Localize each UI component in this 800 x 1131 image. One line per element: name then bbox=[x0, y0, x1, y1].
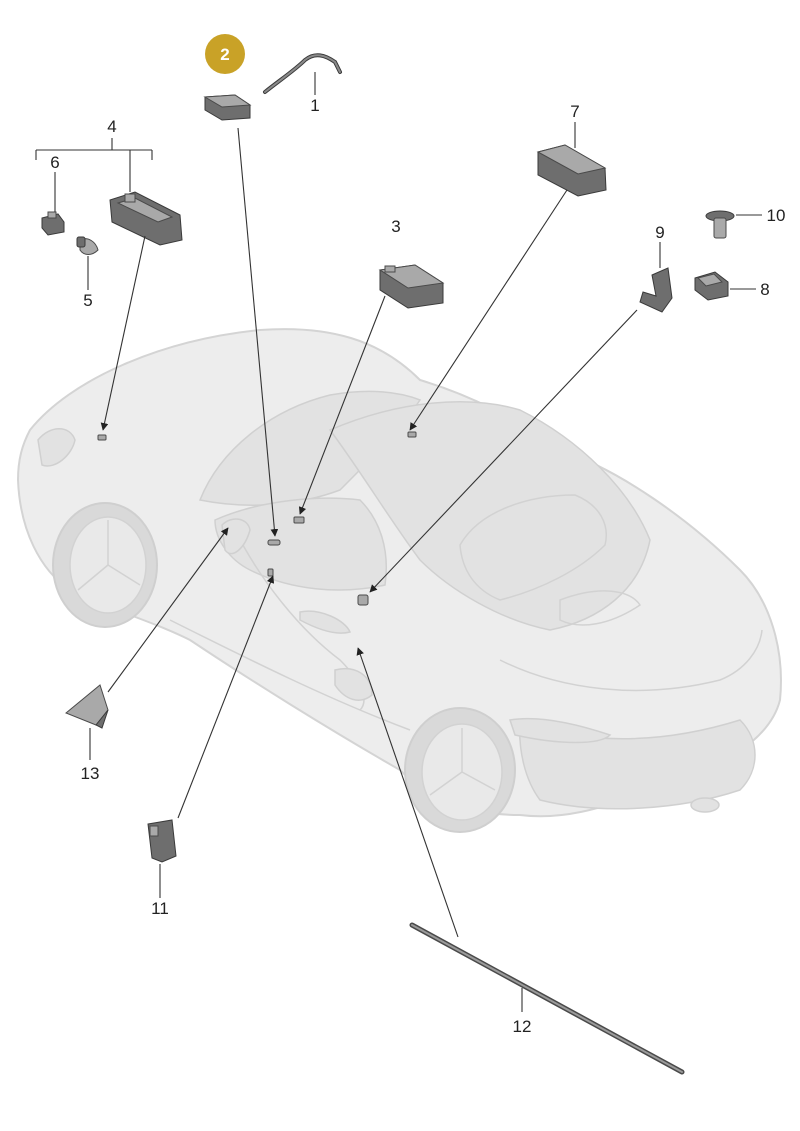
callout-12: 12 bbox=[513, 1017, 532, 1036]
callout-3: 3 bbox=[391, 217, 400, 236]
door-handle bbox=[299, 610, 352, 634]
headlight bbox=[37, 428, 76, 467]
callout-8: 8 bbox=[760, 280, 769, 299]
exhaust bbox=[690, 797, 720, 813]
mount-point-console bbox=[293, 516, 305, 524]
rear-window bbox=[459, 494, 607, 601]
part-2-sensor bbox=[203, 94, 252, 121]
part-4-housing bbox=[109, 191, 183, 246]
callout-2: 2 bbox=[220, 45, 229, 64]
part-6-socket bbox=[41, 211, 65, 236]
mount-point-door bbox=[267, 568, 274, 577]
car-illustration bbox=[16, 328, 782, 833]
callout-11: 11 bbox=[151, 899, 169, 918]
part-11-switch bbox=[147, 819, 177, 863]
callout-6: 6 bbox=[50, 153, 59, 172]
side-mirror bbox=[221, 518, 251, 555]
side-line bbox=[169, 619, 411, 731]
cabin bbox=[214, 497, 387, 591]
side-intake bbox=[334, 668, 373, 701]
part-3-light-unit bbox=[378, 264, 445, 309]
mount-point-pillar bbox=[357, 594, 369, 606]
part-7-lamp bbox=[536, 144, 607, 197]
part-1-cable bbox=[263, 53, 342, 94]
callout-13: 13 bbox=[81, 764, 100, 783]
highlight-badge[interactable] bbox=[205, 34, 245, 74]
callout-labels: 2 1 3 4 5 6 7 8 9 10 11 12 13 bbox=[50, 34, 785, 1036]
rim-spokes bbox=[77, 520, 496, 796]
callout-7: 7 bbox=[570, 102, 579, 121]
mount-point-top bbox=[407, 431, 417, 438]
part-8-clip bbox=[694, 271, 729, 301]
mount-point-hood bbox=[97, 434, 107, 441]
tail-light bbox=[509, 717, 612, 744]
callout-1: 1 bbox=[310, 96, 319, 115]
part-9-bracket bbox=[639, 267, 673, 313]
callout-10: 10 bbox=[767, 206, 786, 225]
mount-point-dash bbox=[267, 539, 281, 546]
callout-4: 4 bbox=[107, 117, 116, 136]
part-10-screw bbox=[705, 210, 735, 239]
callout-9: 9 bbox=[655, 223, 664, 242]
leader-lines bbox=[35, 72, 762, 1012]
engine-cover bbox=[559, 590, 642, 626]
part-5-bulb bbox=[76, 236, 99, 255]
part-12-rod bbox=[409, 922, 685, 1075]
rear-deck-line bbox=[499, 629, 763, 692]
callout-5: 5 bbox=[83, 291, 92, 310]
part-13-trim bbox=[65, 684, 109, 729]
